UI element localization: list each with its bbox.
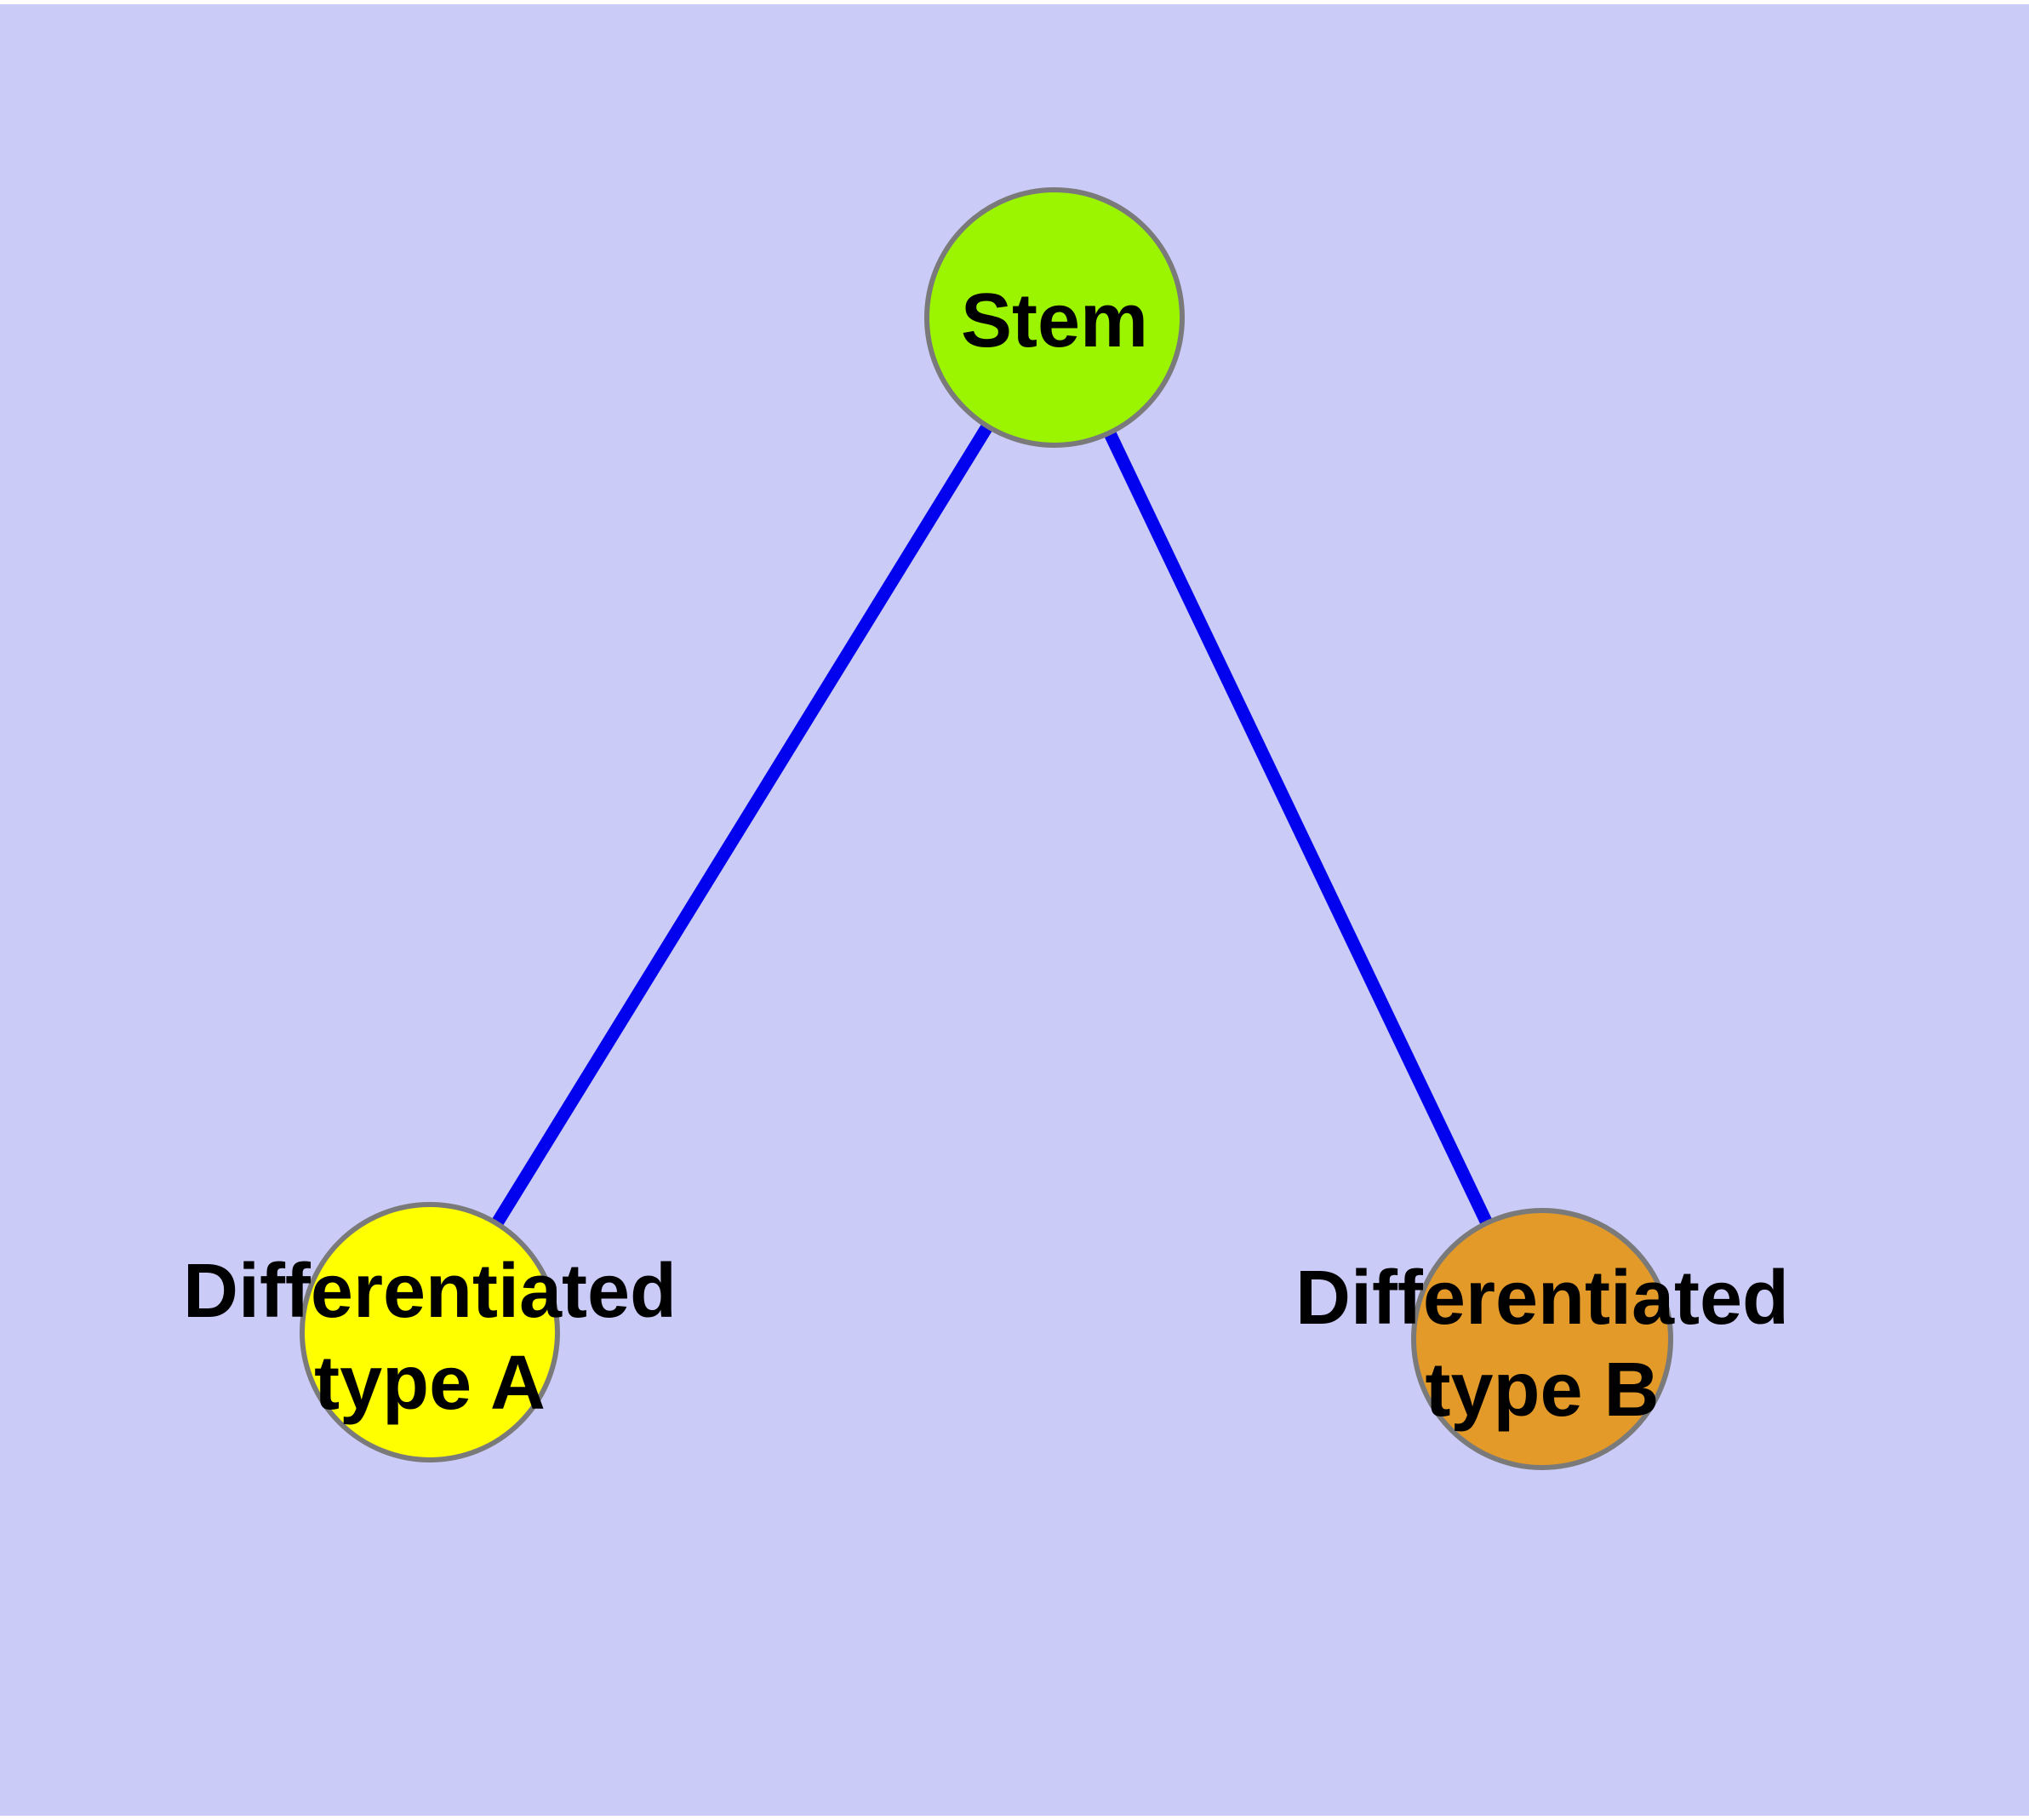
node-type-a-label-line2: type A	[314, 1341, 546, 1426]
node-type-b[interactable]: Differentiated type B	[1295, 1208, 1789, 1470]
node-type-a[interactable]: Differentiated type A	[183, 1202, 677, 1462]
node-type-b-label-line2: type B	[1425, 1348, 1659, 1433]
node-type-b-circle[interactable]	[1411, 1208, 1673, 1470]
node-type-a-circle[interactable]	[300, 1202, 560, 1462]
edge-stem-to-type-a	[424, 314, 1060, 1336]
node-stem-circle[interactable]	[924, 187, 1185, 448]
node-type-a-label-line1: Differentiated	[183, 1249, 677, 1334]
node-stem-label: Stem	[961, 278, 1148, 363]
edge-stem-to-type-b	[1049, 314, 1548, 1342]
node-stem[interactable]: Stem	[924, 187, 1185, 448]
node-type-b-label-line1: Differentiated	[1295, 1256, 1789, 1341]
